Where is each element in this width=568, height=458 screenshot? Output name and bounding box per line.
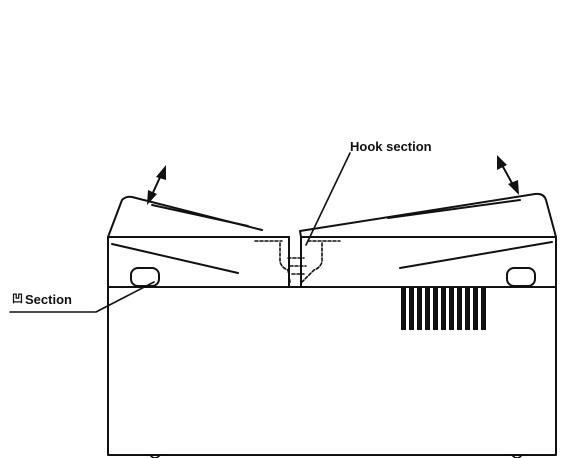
hook-leader-line (305, 152, 351, 246)
section-leader-line (9, 281, 155, 313)
right-arrow-head-bottom (508, 180, 519, 195)
section-symbol: 凹 (12, 293, 23, 305)
right-notch (506, 267, 536, 287)
left-foot (149, 454, 161, 458)
right-double-arrow (501, 164, 514, 186)
section-label: Section (25, 292, 72, 307)
left-arrow-head-bottom (147, 190, 157, 205)
shading-lines (111, 199, 553, 274)
vent-slots (401, 288, 486, 330)
printer-body (107, 287, 557, 456)
right-flap (299, 192, 557, 238)
hook-section (254, 240, 341, 283)
hook-section-label: Hook section (350, 139, 432, 154)
left-notch (130, 267, 160, 287)
right-arrow-head-top (497, 155, 507, 170)
section-label-group: 凹 Section (12, 293, 72, 306)
right-foot (511, 454, 523, 458)
upper-cover-band (107, 236, 557, 288)
left-flap (107, 195, 263, 238)
left-arrow-head-top (156, 165, 166, 180)
